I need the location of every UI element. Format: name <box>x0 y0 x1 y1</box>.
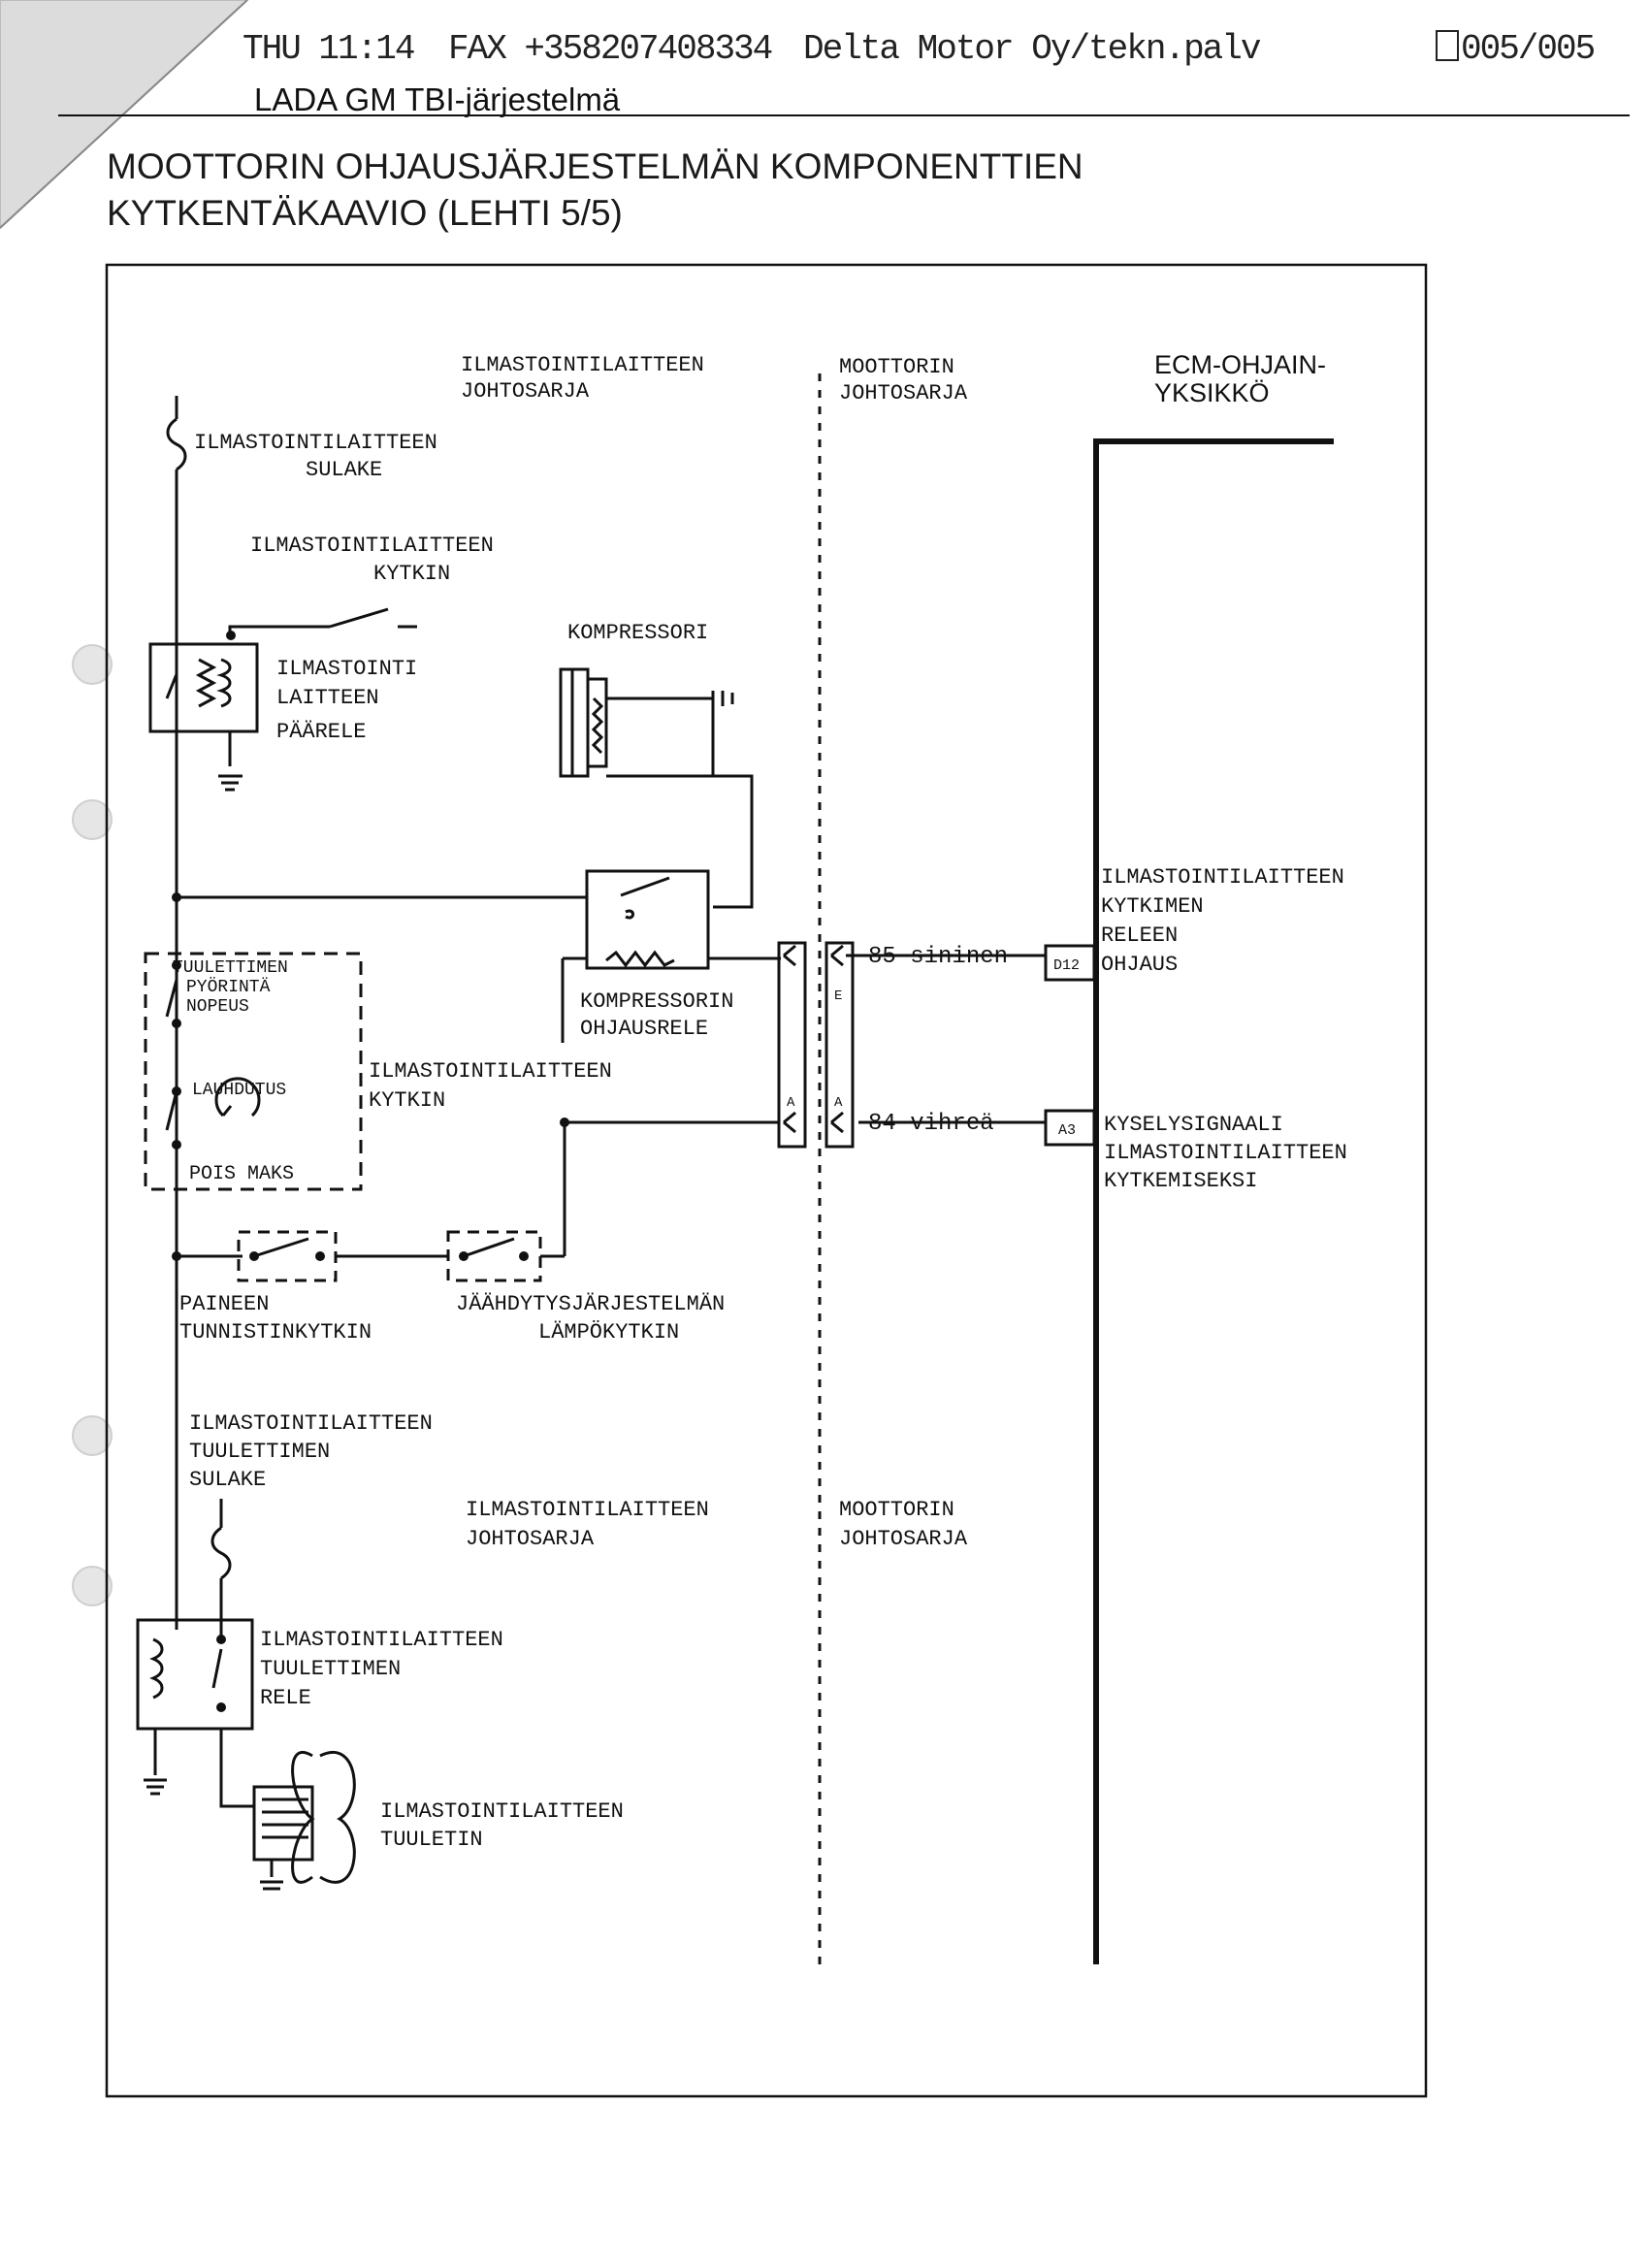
label-wire-85: 85 sininen <box>868 944 1008 970</box>
folded-corner <box>0 0 249 230</box>
page-title: MOOTTORIN OHJAUSJÄRJESTELMÄN KOMPONENTTI… <box>107 144 1083 237</box>
fuse-fan-symbol <box>210 1526 232 1580</box>
title-line-2: KYTKENTÄKAAVIO (LEHTI 5/5) <box>107 193 623 233</box>
fan-blades <box>319 1751 356 1884</box>
main-relay-box <box>148 642 259 733</box>
fuse-ac-symbol <box>166 417 187 471</box>
punch-holes <box>72 644 113 1606</box>
label-conn-a-right: A <box>834 1095 843 1111</box>
fax-page-counter: 005/005 <box>1436 29 1596 69</box>
pin-a3-box <box>1044 1109 1096 1147</box>
label-compressor: KOMPRESSORI <box>567 621 708 645</box>
compressor-box <box>559 667 590 778</box>
label-pin-a3: A3 <box>1058 1122 1076 1139</box>
fax-day-time: THU 11:14 <box>242 29 415 69</box>
fax-sender: Delta Motor Oy/tekn.palv <box>803 29 1261 69</box>
page-header: LADA GM TBI-järjestelmä <box>254 81 621 117</box>
connector-left <box>777 941 807 1149</box>
header-divider <box>58 114 1630 116</box>
fax-checkbox-icon <box>1436 30 1459 61</box>
connector-right <box>824 941 855 1149</box>
fan-motor <box>252 1785 314 1862</box>
label-conn-a-left: A <box>787 1095 795 1111</box>
label-conn-e: E <box>834 988 842 1004</box>
title-line-1: MOOTTORIN OHJAUSJÄRJESTELMÄN KOMPONENTTI… <box>107 146 1083 186</box>
label-pin-d12: D12 <box>1053 957 1080 974</box>
fan-speed-switch-box <box>144 952 363 1191</box>
pin-d12-box <box>1044 944 1096 982</box>
diagram-frame <box>105 263 1428 2098</box>
fax-number: FAX +358207408334 <box>448 29 773 69</box>
label-wire-84: 84 vihreä <box>868 1111 994 1137</box>
label-cooling: LAUHDUTUS <box>192 1081 286 1100</box>
fan-relay-box <box>136 1618 254 1731</box>
label-ecm: ECM-OHJAIN-YKSIKKÖ <box>1154 350 1326 407</box>
compressor-relay-box <box>585 869 710 970</box>
label-pois-maks: POIS MAKS <box>189 1163 294 1185</box>
